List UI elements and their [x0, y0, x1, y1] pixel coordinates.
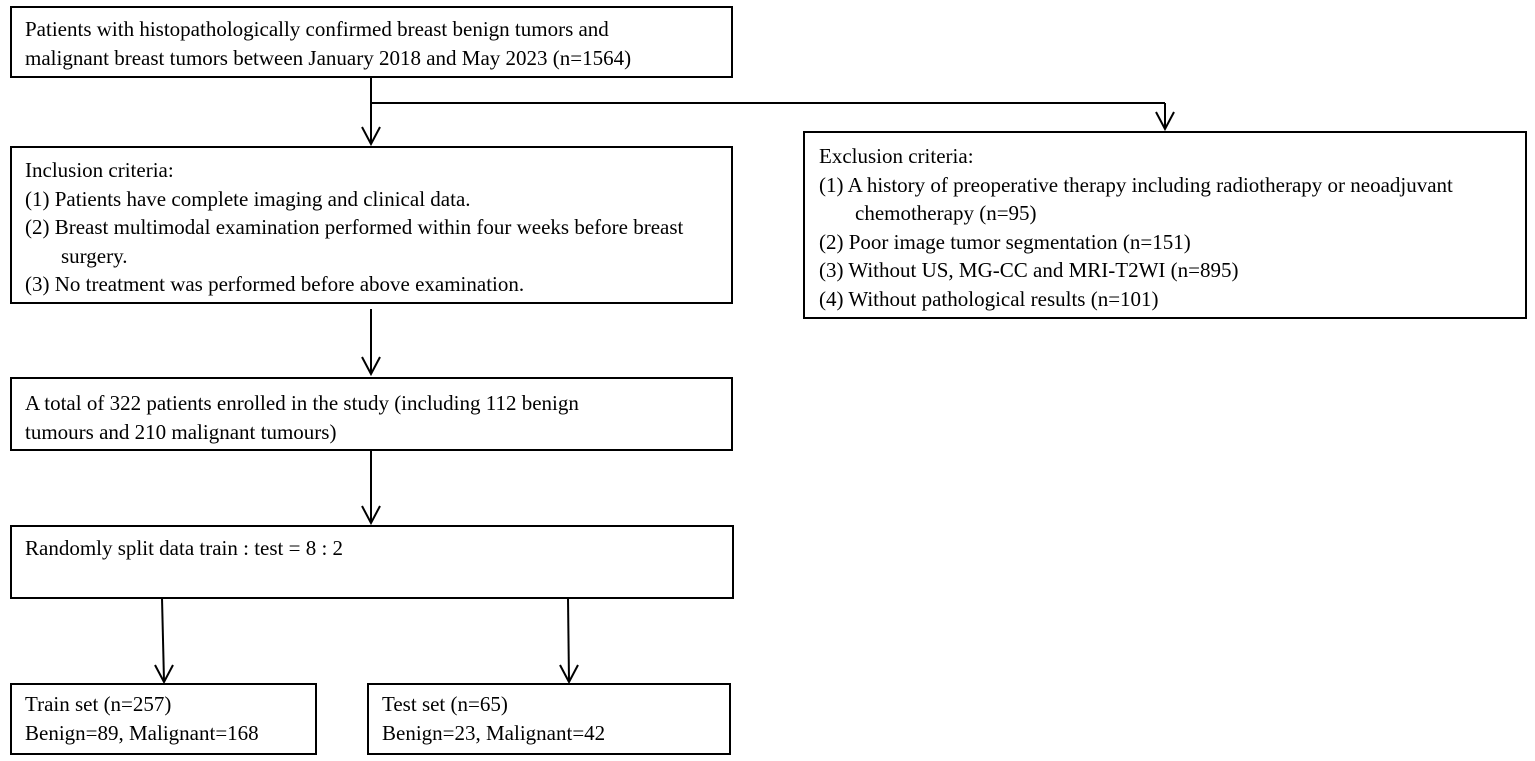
arrowhead-enrolled [361, 356, 381, 377]
test-set-box: Test set (n=65) Benign=23, Malignant=42 [367, 683, 731, 755]
arrowhead-inclusion [361, 126, 381, 147]
source-box: Patients with histopathologically confir… [10, 6, 733, 78]
inclusion-criteria-box: Inclusion criteria: (1) Patients have co… [10, 146, 733, 304]
exclusion-item-4: (4) Without pathological results (n=101) [819, 286, 1159, 311]
exclusion-item-1: (1) A history of preoperative therapy in… [819, 172, 1453, 226]
inclusion-item-3: (3) No treatment was performed before ab… [25, 272, 525, 296]
inclusion-item-2: (2) Breast multimodal examination perfor… [25, 215, 684, 268]
enrolled-line-2: tumours and 210 malignant tumours) [25, 419, 337, 444]
source-line-1: Patients with histopathologically confir… [25, 17, 609, 41]
split-text: Randomly split data train : test = 8 : 2 [25, 536, 344, 560]
train-set-box: Train set (n=257) Benign=89, Malignant=1… [10, 683, 317, 755]
arrowhead-train [154, 664, 174, 685]
connector-split-to-test [567, 597, 570, 682]
test-set-title: Test set (n=65) [382, 692, 508, 716]
enrolled-patients-box: A total of 322 patients enrolled in the … [10, 377, 733, 451]
train-set-title: Train set (n=257) [25, 692, 172, 716]
arrowhead-test [559, 664, 579, 685]
exclusion-item-2: (2) Poor image tumor segmentation (n=151… [819, 229, 1191, 254]
test-set-detail: Benign=23, Malignant=42 [382, 720, 606, 745]
connector-split-to-train [161, 597, 165, 682]
random-split-box: Randomly split data train : test = 8 : 2 [10, 525, 734, 599]
exclusion-criteria-box: Exclusion criteria: (1) A history of pre… [803, 131, 1527, 319]
exclusion-item-3: (3) Without US, MG-CC and MRI-T2WI (n=89… [819, 258, 1239, 282]
arrowhead-exclusion [1155, 111, 1175, 132]
exclusion-heading: Exclusion criteria: [819, 144, 974, 168]
inclusion-item-1: (1) Patients have complete imaging and c… [25, 186, 471, 211]
enrolled-line-1: A total of 322 patients enrolled in the … [25, 391, 579, 415]
inclusion-heading: Inclusion criteria: [25, 158, 174, 182]
arrowhead-split [361, 505, 381, 526]
train-set-detail: Benign=89, Malignant=168 [25, 720, 259, 745]
source-line-2: malignant breast tumors between January … [25, 45, 632, 70]
